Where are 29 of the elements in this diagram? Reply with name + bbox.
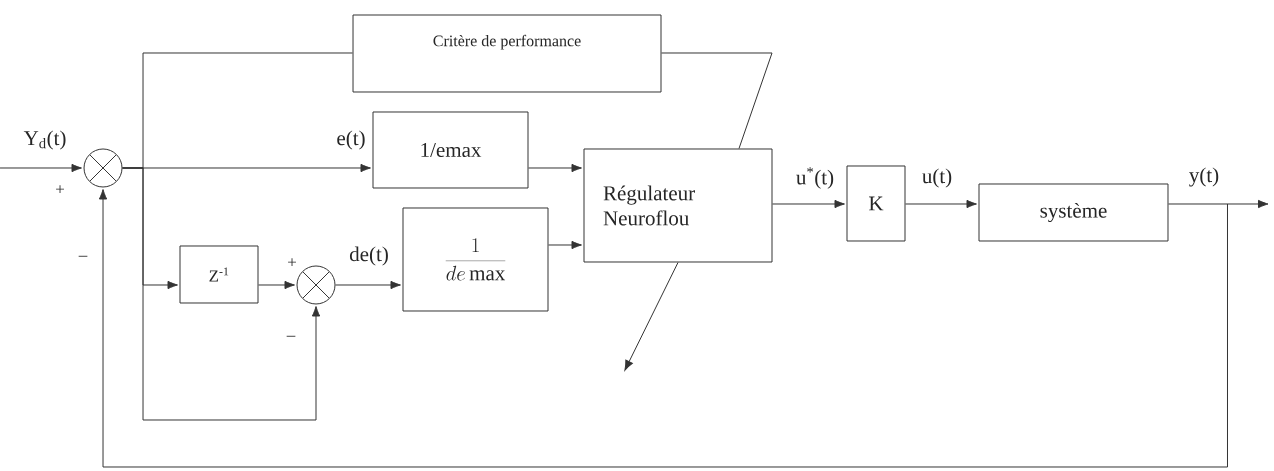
block-box: Z$^{-1}$ [179, 245, 259, 304]
edge-label: u(t) [922, 168, 952, 188]
sign-label: – [286, 335, 296, 337]
edge-label: e(t) [337, 130, 365, 150]
arrow [528, 163, 582, 173]
edge-label: u$^{*}$(t) [796, 167, 834, 189]
arrow [624, 262, 679, 371]
summing-junction [83, 148, 123, 188]
summing-junction [296, 265, 336, 305]
arrow [258, 280, 295, 290]
arrow [772, 199, 845, 209]
block-box: K [846, 165, 906, 242]
sign-label: – [78, 255, 88, 257]
arrow [548, 240, 582, 250]
edge-label: Y$_{d}$(t) [23, 130, 66, 150]
formula-box: $\frac{1}{de\,\mathrm{max}}$ [402, 207, 549, 312]
block-box: 1/emax [372, 111, 529, 189]
block-box: Régulateur Neuroflou [583, 148, 773, 263]
edge-label: y(t) [1189, 167, 1219, 187]
edge-label: de(t) [349, 246, 388, 266]
arrow [0, 163, 82, 173]
block-box: système [978, 183, 1169, 242]
arrow [905, 199, 977, 209]
arrow [98, 189, 1228, 468]
arrow [1168, 199, 1269, 209]
sign-label: + [288, 258, 296, 267]
arrow [335, 280, 401, 290]
sign-label: + [56, 185, 64, 194]
block-box: Critère de performance [352, 14, 662, 93]
